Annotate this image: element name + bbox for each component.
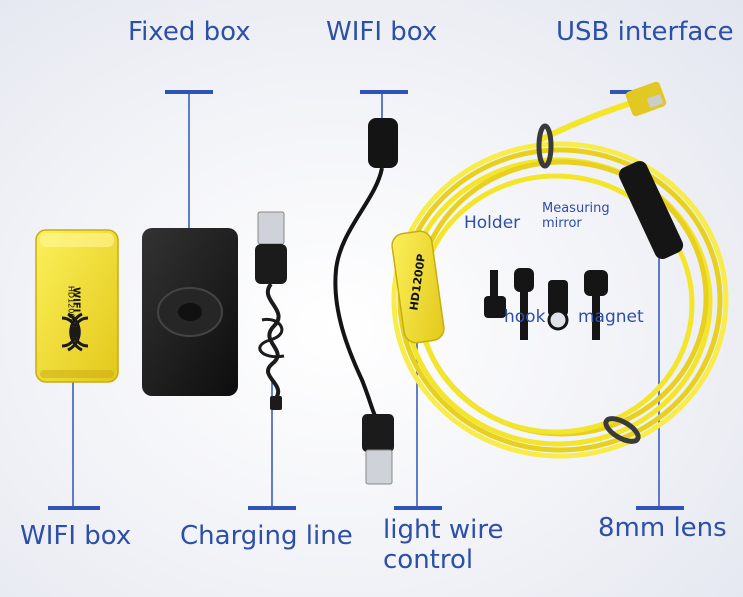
yellow-wifi-box bbox=[35, 229, 119, 383]
label-charging-line: Charging line bbox=[180, 521, 353, 551]
camera-lens-head bbox=[618, 160, 684, 260]
wifi-box-model-text: HD1200P bbox=[66, 285, 76, 324]
label-usb-interface: USB interface bbox=[556, 17, 734, 47]
light-wire-control-module bbox=[391, 230, 445, 344]
label-light-wire-control: light wire control bbox=[383, 515, 504, 575]
cable-ties bbox=[536, 123, 641, 444]
usb-connector bbox=[625, 81, 667, 117]
label-hook: hook bbox=[504, 307, 546, 327]
accessories bbox=[484, 268, 608, 340]
label-wifi-box-bottom: WIFI box bbox=[20, 521, 132, 551]
wifi-connector-cable bbox=[333, 118, 398, 485]
label-measuring-mirror: Measuring mirror bbox=[542, 201, 610, 231]
label-8mm-lens: 8mm lens bbox=[598, 513, 727, 543]
label-holder: Holder bbox=[464, 213, 521, 233]
wifi-logo-icon bbox=[61, 312, 89, 352]
black-fixed-box bbox=[142, 228, 238, 396]
label-fixed-box: Fixed box bbox=[128, 17, 251, 47]
label-magnet: magnet bbox=[578, 307, 644, 327]
yellow-coiled-cable bbox=[391, 97, 729, 459]
charging-line-cable bbox=[255, 211, 287, 410]
label-wifi-box-top: WIFI box bbox=[326, 17, 438, 47]
